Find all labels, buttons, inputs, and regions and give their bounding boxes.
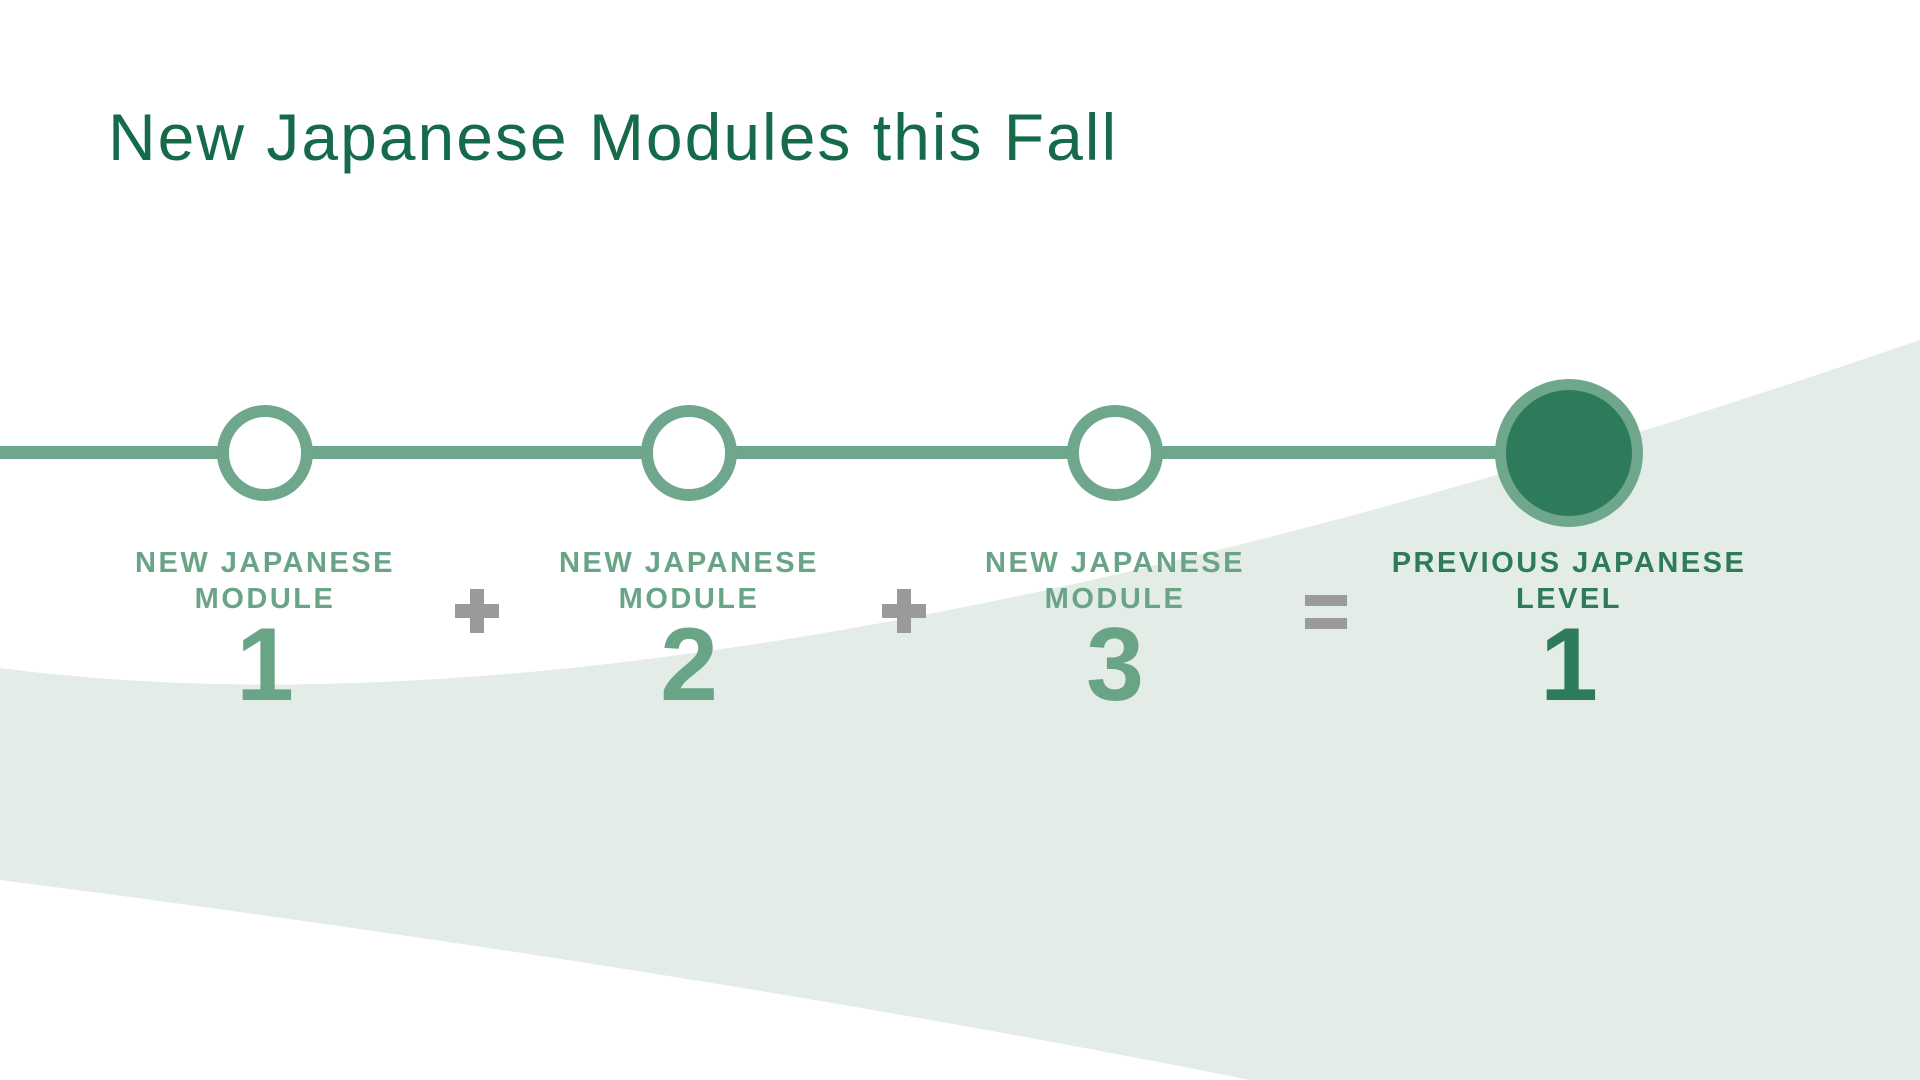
module-3-circle bbox=[1067, 405, 1163, 501]
timeline-line bbox=[0, 446, 1569, 459]
previous-level-circle bbox=[1495, 379, 1643, 527]
plus-icon-1 bbox=[455, 589, 499, 633]
previous-level-label-line1: PREVIOUS JAPANESE bbox=[1391, 547, 1747, 579]
previous-level-label-line2: LEVEL bbox=[1516, 583, 1622, 615]
module-2-label-line2: MODULE bbox=[618, 583, 760, 615]
page-title: New Japanese Modules this Fall bbox=[108, 100, 1119, 174]
equals-icon bbox=[1305, 595, 1347, 629]
module-3-number: 3 bbox=[1086, 607, 1144, 723]
previous-level-label: PREVIOUS JAPANESE LEVEL bbox=[1369, 545, 1769, 617]
module-2-label: NEW JAPANESE MODULE bbox=[489, 545, 889, 617]
module-1-label-line1: NEW JAPANESE bbox=[135, 547, 395, 579]
module-1-number: 1 bbox=[236, 607, 294, 723]
module-2-circle bbox=[641, 405, 737, 501]
module-3-label-line2: MODULE bbox=[1044, 583, 1186, 615]
module-2-number: 2 bbox=[660, 607, 718, 723]
module-3-label-line1: NEW JAPANESE bbox=[985, 547, 1245, 579]
plus-icon-2 bbox=[882, 589, 926, 633]
module-1-circle bbox=[217, 405, 313, 501]
module-2-label-line1: NEW JAPANESE bbox=[559, 547, 819, 579]
previous-level-number: 1 bbox=[1540, 607, 1598, 723]
module-3-label: NEW JAPANESE MODULE bbox=[915, 545, 1315, 617]
module-1-label: NEW JAPANESE MODULE bbox=[65, 545, 465, 617]
module-1-label-line2: MODULE bbox=[194, 583, 336, 615]
